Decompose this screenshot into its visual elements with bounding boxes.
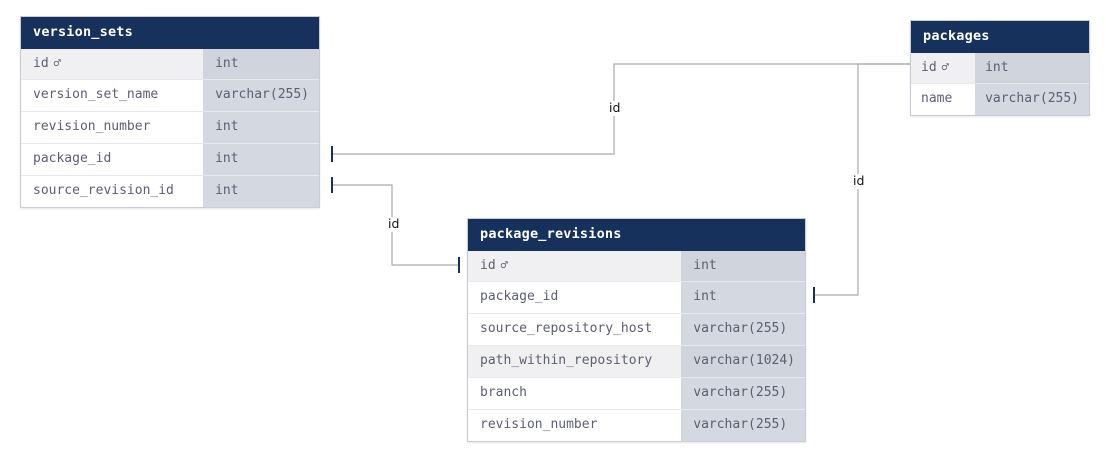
key-icon: ♂ (500, 257, 508, 272)
entity-table-package_revisions[interactable]: package_revisions id ♂ int package_id int… (467, 218, 806, 442)
entity-title-packages: packages (911, 21, 1089, 53)
entity-title-package_revisions: package_revisions (468, 219, 805, 251)
column-name-cell: branch (468, 377, 682, 410)
column-name-cell: source_repository_host (468, 313, 682, 346)
column-name-cell: id ♂ (21, 48, 204, 80)
table-row[interactable]: version_set_name varchar(255) (21, 79, 319, 112)
column-name-cell: package_id (21, 143, 204, 176)
table-row[interactable]: id ♂ int (911, 52, 1089, 84)
relationship-label-version_sets-packages: id (606, 101, 624, 116)
table-row[interactable]: revision_number int (21, 111, 319, 144)
table-row[interactable]: id ♂ int (21, 48, 319, 80)
column-type-cell: int (681, 281, 805, 314)
column-name-cell: path_within_repository (468, 345, 682, 378)
table-row[interactable]: name varchar(255) (911, 83, 1089, 116)
column-type-cell: varchar(255) (975, 83, 1089, 116)
column-type-cell: varchar(255) (203, 79, 319, 112)
entity-table-version_sets[interactable]: version_sets id ♂ int version_set_name va… (20, 16, 320, 208)
table-row[interactable]: package_id int (468, 281, 805, 314)
relationship-label-version_sets-package_revisions: id (385, 217, 403, 232)
column-name-cell: revision_number (468, 408, 682, 441)
column-type-cell: varchar(1024) (681, 345, 805, 378)
relationship-package_revisions-package_id-to-packages-id (813, 63, 922, 303)
table-row[interactable]: package_id int (21, 143, 319, 176)
key-icon: ♂ (941, 59, 949, 74)
column-type-cell: int (203, 175, 319, 207)
relationship-label-package_revisions-packages: id (850, 174, 868, 189)
column-name-cell: revision_number (21, 111, 204, 144)
table-row[interactable]: revision_number varchar(255) (468, 408, 805, 441)
column-type-cell: int (681, 250, 805, 282)
entity-columns-package_revisions: id ♂ int package_id int source_repository… (468, 250, 805, 441)
table-row[interactable]: id ♂ int (468, 250, 805, 282)
column-name-cell: name (911, 83, 976, 116)
column-name-cell: version_set_name (21, 79, 204, 112)
column-name-cell: package_id (468, 281, 682, 314)
column-type-cell: varchar(255) (681, 377, 805, 410)
column-type-cell: varchar(255) (681, 408, 805, 441)
column-name-text: id (921, 59, 937, 75)
column-name-text: id (480, 257, 496, 273)
entity-columns-version_sets: id ♂ int version_set_name varchar(255) re… (21, 48, 319, 207)
column-type-cell: int (203, 48, 319, 80)
table-row[interactable]: source_repository_host varchar(255) (468, 313, 805, 346)
column-name-text: id (33, 55, 49, 71)
column-type-cell: int (203, 111, 319, 144)
column-type-cell: int (975, 52, 1089, 84)
table-row[interactable]: path_within_repository varchar(1024) (468, 345, 805, 378)
column-name-cell: id ♂ (468, 250, 682, 282)
entity-columns-packages: id ♂ int name varchar(255) (911, 52, 1089, 116)
entity-title-version_sets: version_sets (21, 17, 319, 49)
relationship-version_sets-package_id-to-packages-id (331, 56, 923, 162)
column-type-cell: varchar(255) (681, 313, 805, 346)
key-icon: ♂ (53, 55, 61, 70)
column-name-cell: id ♂ (911, 52, 976, 84)
column-name-cell: source_revision_id (21, 175, 204, 207)
entity-table-packages[interactable]: packages id ♂ int name varchar(255) (910, 20, 1090, 117)
column-type-cell: int (203, 143, 319, 176)
table-row[interactable]: branch varchar(255) (468, 377, 805, 410)
table-row[interactable]: source_revision_id int (21, 175, 319, 207)
